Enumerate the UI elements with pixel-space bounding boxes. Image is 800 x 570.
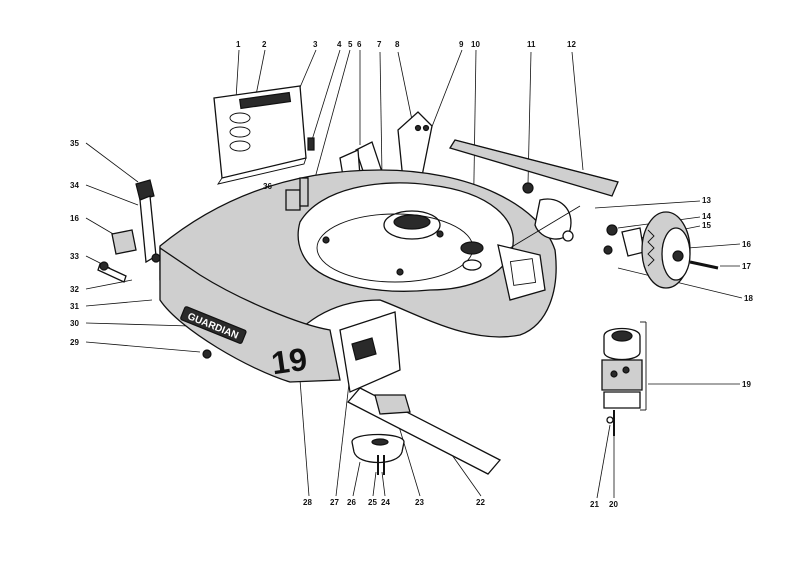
rear-deflector	[448, 139, 619, 197]
callout-13: 13	[702, 196, 711, 205]
callout-23: 23	[415, 498, 424, 507]
rear-wheel	[641, 211, 719, 289]
callout-14: 14	[702, 212, 711, 221]
callout-33: 33	[70, 252, 79, 261]
height-adjuster	[509, 198, 645, 257]
callout-19: 19	[742, 380, 751, 389]
callout-labels: 1 2 3 4 5 6 7 8 9 10 11 12 13 14 15 16 1…	[70, 40, 753, 509]
callout-15: 15	[702, 221, 711, 230]
callout-32: 32	[70, 285, 79, 294]
callout-10: 10	[471, 40, 480, 49]
callout-16-bracket: 16	[70, 214, 79, 223]
callout-27: 27	[330, 498, 339, 507]
callout-8: 8	[395, 40, 400, 49]
callout-34: 34	[70, 181, 79, 190]
callout-6: 6	[357, 40, 362, 49]
callout-22: 22	[476, 498, 485, 507]
callout-21: 21	[590, 500, 599, 509]
callout-24: 24	[381, 498, 390, 507]
callout-31: 31	[70, 302, 79, 311]
model-badge: 19	[269, 341, 309, 382]
top-fasteners	[285, 137, 315, 211]
callout-29: 29	[70, 338, 79, 347]
callout-30: 30	[70, 319, 79, 328]
mower-deck	[159, 169, 557, 383]
callout-1: 1	[236, 40, 241, 49]
instruction-plate	[213, 85, 307, 185]
callout-12: 12	[567, 40, 576, 49]
callout-17: 17	[742, 262, 751, 271]
callout-36: 36	[263, 182, 272, 191]
callout-11: 11	[527, 40, 536, 49]
callout-35: 35	[70, 139, 79, 148]
front-chute	[339, 311, 401, 393]
callout-5: 5	[348, 40, 353, 49]
callout-20: 20	[609, 500, 618, 509]
callout-4: 4	[337, 40, 342, 49]
callout-26: 26	[347, 498, 356, 507]
callout-25: 25	[368, 498, 377, 507]
callout-9: 9	[459, 40, 464, 49]
cutting-blade	[346, 340, 502, 475]
callout-2: 2	[262, 40, 267, 49]
left-side-parts	[97, 179, 212, 359]
nut-11	[522, 182, 534, 194]
callout-18: 18	[744, 294, 753, 303]
callout-7: 7	[377, 40, 382, 49]
oil-cap	[460, 241, 484, 271]
engine-assembly	[601, 321, 647, 436]
callout-28: 28	[303, 498, 312, 507]
callout-16-wheel: 16	[742, 240, 751, 249]
callout-3: 3	[313, 40, 318, 49]
